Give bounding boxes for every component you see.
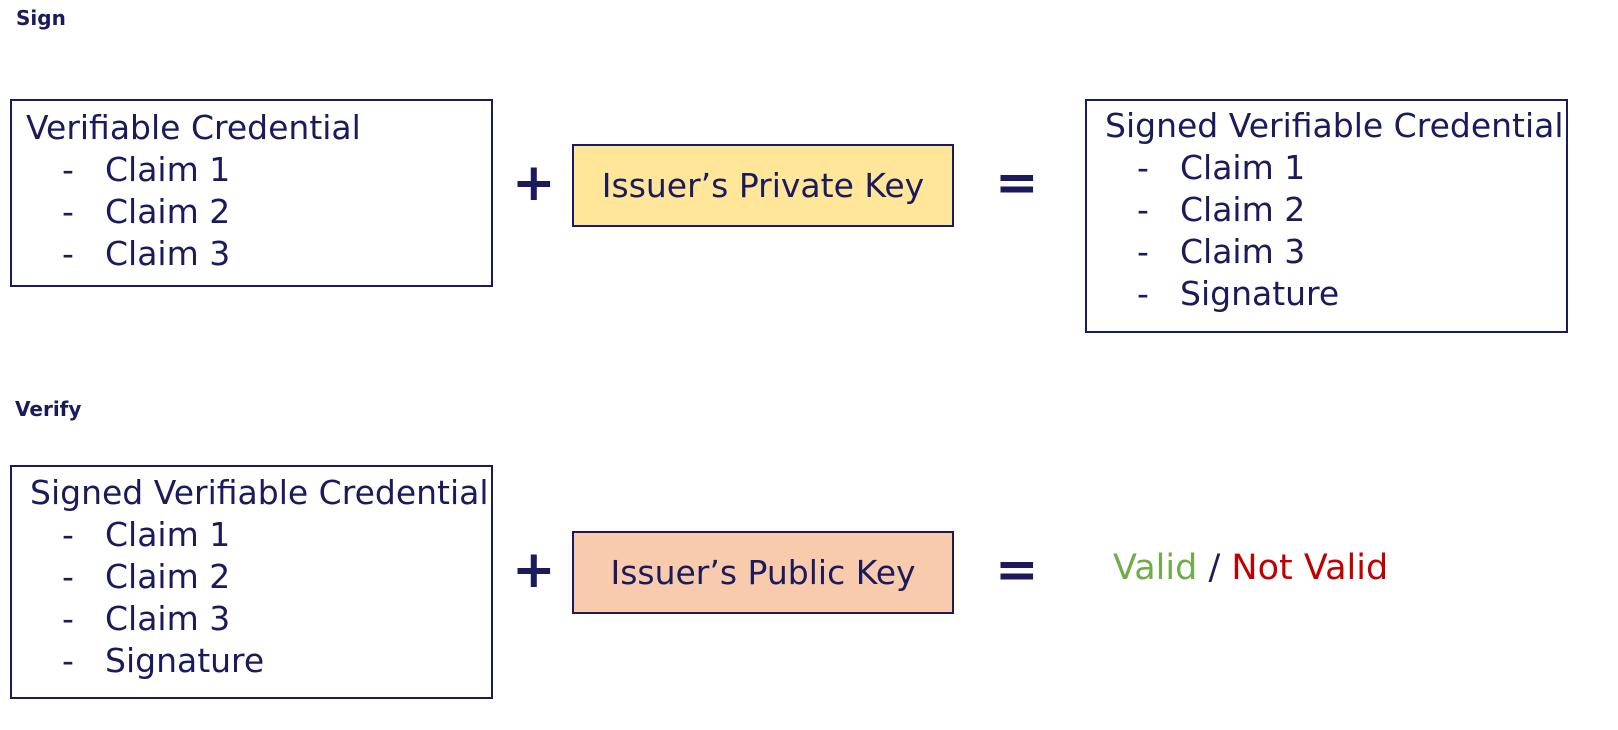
- claim-item: -Signature: [62, 640, 491, 682]
- sign-section-label: Sign: [16, 6, 66, 30]
- list-dash: -: [62, 641, 74, 680]
- sign-plus-operator: +: [512, 153, 556, 213]
- not-valid-label: Not Valid: [1231, 548, 1389, 588]
- sign-input-credential-box: Verifiable Credential -Claim 1-Claim 2-C…: [10, 99, 493, 287]
- sign-equals-operator: =: [995, 153, 1039, 213]
- sign-input-title: Verifiable Credential: [26, 108, 361, 147]
- claim-label: Claim 1: [1180, 148, 1306, 187]
- claim-item: -Claim 1: [62, 514, 491, 556]
- sign-output-claims: -Claim 1-Claim 2-Claim 3-Signature: [1105, 147, 1566, 315]
- public-key-box: Issuer’s Public Key: [572, 531, 954, 614]
- list-dash: -: [62, 234, 74, 273]
- claim-item: -Claim 2: [62, 191, 491, 233]
- verify-input-title: Signed Verifiable Credential: [30, 473, 489, 512]
- claim-label: Claim 1: [105, 150, 231, 189]
- verify-section-label: Verify: [15, 397, 82, 421]
- list-dash: -: [1137, 148, 1149, 187]
- verify-plus-operator: +: [512, 540, 556, 600]
- claim-item: -Claim 3: [62, 598, 491, 640]
- claim-label: Claim 2: [105, 192, 231, 231]
- claim-label: Claim 2: [1180, 190, 1306, 229]
- list-dash: -: [62, 599, 74, 638]
- list-dash: -: [62, 150, 74, 189]
- claim-item: -Claim 2: [62, 556, 491, 598]
- verify-input-credential-box: Signed Verifiable Credential -Claim 1-Cl…: [10, 465, 493, 699]
- verification-result: Valid / Not Valid: [1113, 548, 1388, 588]
- claim-label: Signature: [1180, 274, 1340, 313]
- list-dash: -: [1137, 232, 1149, 271]
- claim-label: Claim 3: [105, 234, 231, 273]
- private-key-box: Issuer’s Private Key: [572, 144, 954, 227]
- list-dash: -: [62, 557, 74, 596]
- claim-label: Claim 3: [1180, 232, 1306, 271]
- claim-label: Signature: [105, 641, 265, 680]
- sign-output-title: Signed Verifiable Credential: [1105, 106, 1564, 145]
- result-separator: /: [1208, 548, 1221, 588]
- claim-item: -Claim 2: [1137, 189, 1566, 231]
- verify-input-claims: -Claim 1-Claim 2-Claim 3-Signature: [30, 514, 491, 682]
- claim-item: -Claim 3: [62, 233, 491, 275]
- list-dash: -: [62, 192, 74, 231]
- claim-item: -Claim 3: [1137, 231, 1566, 273]
- verify-equals-operator: =: [995, 540, 1039, 600]
- claim-item: -Signature: [1137, 273, 1566, 315]
- claim-label: Claim 2: [105, 557, 231, 596]
- valid-label: Valid: [1113, 548, 1198, 588]
- list-dash: -: [1137, 274, 1149, 313]
- claim-label: Claim 1: [105, 515, 231, 554]
- sign-output-credential-box: Signed Verifiable Credential -Claim 1-Cl…: [1085, 99, 1568, 333]
- list-dash: -: [62, 515, 74, 554]
- claim-item: -Claim 1: [1137, 147, 1566, 189]
- sign-input-claims: -Claim 1-Claim 2-Claim 3: [26, 149, 491, 275]
- list-dash: -: [1137, 190, 1149, 229]
- claim-item: -Claim 1: [62, 149, 491, 191]
- claim-label: Claim 3: [105, 599, 231, 638]
